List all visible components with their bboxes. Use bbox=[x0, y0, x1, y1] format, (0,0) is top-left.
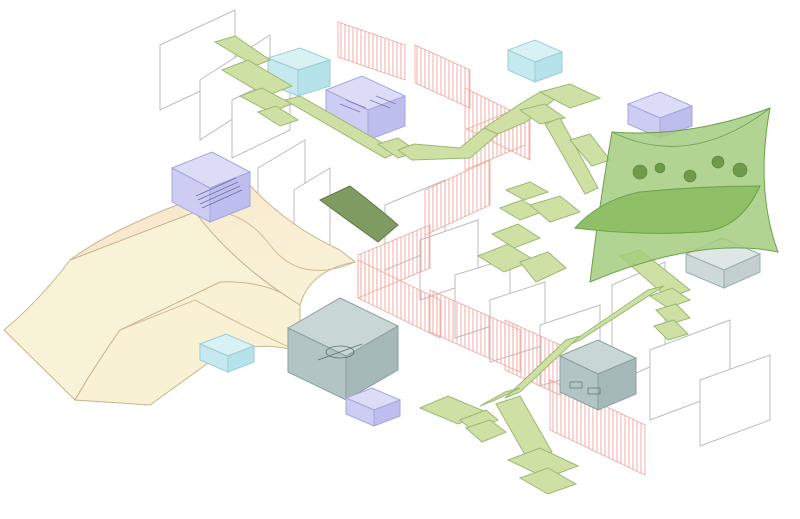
wave-panel bbox=[319, 185, 399, 243]
red-fence bbox=[414, 44, 471, 109]
green-walkway bbox=[213, 35, 272, 67]
green-canopy bbox=[573, 107, 779, 283]
tree-icon bbox=[683, 169, 697, 183]
green-walkway bbox=[490, 223, 542, 249]
green-walkway bbox=[504, 181, 550, 201]
green-walkway bbox=[538, 83, 602, 109]
tree-icon bbox=[711, 155, 725, 169]
green-walkway bbox=[220, 59, 294, 97]
tree-icon bbox=[732, 162, 748, 178]
grey-room bbox=[286, 297, 400, 401]
cyan-room bbox=[198, 333, 256, 373]
tree-icons bbox=[632, 155, 748, 183]
tree-icon bbox=[632, 164, 648, 180]
green-walkway bbox=[655, 303, 691, 325]
red-fence bbox=[337, 21, 406, 81]
outline-panel bbox=[699, 354, 771, 447]
green-walkway bbox=[459, 409, 499, 431]
green-walkway bbox=[544, 117, 599, 195]
green-walkway bbox=[506, 447, 580, 479]
green-walkway bbox=[528, 195, 582, 223]
green-walkway bbox=[495, 395, 553, 461]
green-walkway bbox=[479, 387, 521, 407]
green-walkway bbox=[648, 287, 692, 309]
green-walkway bbox=[519, 251, 567, 283]
tree-icon bbox=[654, 162, 666, 174]
green-walkway bbox=[504, 335, 581, 399]
green-walkway bbox=[565, 285, 665, 347]
grey-room bbox=[558, 339, 638, 411]
red-fence bbox=[424, 159, 491, 236]
red-fence bbox=[549, 379, 646, 476]
green-walkway bbox=[518, 103, 567, 125]
green-walkway bbox=[256, 105, 300, 127]
cyan-room bbox=[506, 39, 564, 83]
ground-surface bbox=[3, 179, 357, 406]
blue-room bbox=[170, 151, 252, 223]
fences bbox=[337, 21, 646, 476]
blue-room bbox=[344, 387, 402, 427]
green-walkway bbox=[518, 467, 578, 495]
red-fence bbox=[357, 259, 441, 339]
walkway bbox=[213, 35, 692, 495]
green-walkway bbox=[653, 319, 689, 341]
grey-room bbox=[684, 237, 762, 289]
green-walkway bbox=[465, 419, 507, 443]
